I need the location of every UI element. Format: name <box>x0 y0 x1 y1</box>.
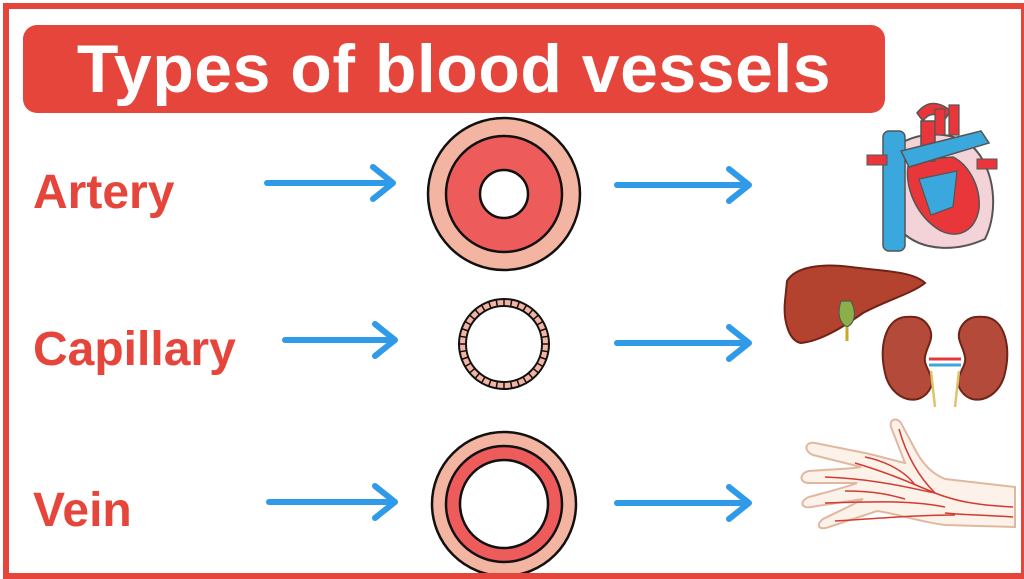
capillary-cell-line <box>469 367 476 374</box>
capillary-cell-line <box>522 376 528 384</box>
artery-label: Artery <box>33 166 175 219</box>
capillary-cell-line <box>459 349 467 353</box>
capillary-left-arrow-icon <box>282 321 398 359</box>
capillary-cell-line <box>474 309 481 316</box>
capillary-cell-line <box>469 314 476 321</box>
capillary-cell-line <box>464 362 472 368</box>
capillary-cross-section-icon <box>458 298 550 390</box>
diagram-frame: Types of blood vessels Artery Capillary … <box>3 3 1024 579</box>
capillary-cell-line <box>509 299 513 307</box>
capillary-right-arrow-icon <box>614 324 752 362</box>
artery-cross-section-icon <box>426 116 582 272</box>
page-title: Types of blood vessels <box>76 31 832 107</box>
capillary-label: Capillary <box>33 323 236 376</box>
capillary-cell-line <box>516 301 521 309</box>
capillary-cell-line <box>461 327 469 332</box>
artery-left-arrow-icon <box>264 164 396 202</box>
capillary-cell-line <box>541 349 549 353</box>
title-banner: Types of blood vessels <box>23 25 885 113</box>
capillary-cell-line <box>495 299 499 307</box>
capillary-cell-line <box>509 381 513 389</box>
capillary-cell-line <box>527 309 534 316</box>
vein-label: Vein <box>33 484 132 537</box>
vein-cross-section-icon <box>430 430 578 573</box>
artery-right-arrow-icon <box>614 166 752 204</box>
capillary-cell-line <box>522 304 528 312</box>
capillary-cell-line <box>464 320 472 326</box>
capillary-cell-line <box>536 362 544 368</box>
arrows-layer <box>264 164 752 522</box>
vein-right-arrow-icon <box>614 484 752 522</box>
capillary-cell-line <box>541 335 549 339</box>
vein-left-arrow-icon <box>266 483 398 521</box>
capillary-cell-line <box>480 304 486 312</box>
capillary-cell-line <box>487 379 492 387</box>
capillary-cell-line <box>539 356 547 361</box>
capillary-cell-line <box>539 327 547 332</box>
hand-veins-icon <box>800 418 1016 530</box>
capillary-cell-line <box>480 376 486 384</box>
capillary-cell-line <box>532 367 539 374</box>
capillary-cell-line <box>516 379 521 387</box>
capillary-cell-line <box>474 372 481 379</box>
capillary-cell-line <box>461 356 469 361</box>
capillary-cell-line <box>532 314 539 321</box>
capillary-cell-line <box>487 301 492 309</box>
capillary-cell-line <box>495 381 499 389</box>
capillary-cell-line <box>527 372 534 379</box>
kidneys-icon <box>881 315 1009 408</box>
liver-icon <box>783 264 927 345</box>
heart-icon <box>866 102 998 252</box>
capillary-cell-line <box>536 320 544 326</box>
capillary-cell-line <box>459 335 467 339</box>
